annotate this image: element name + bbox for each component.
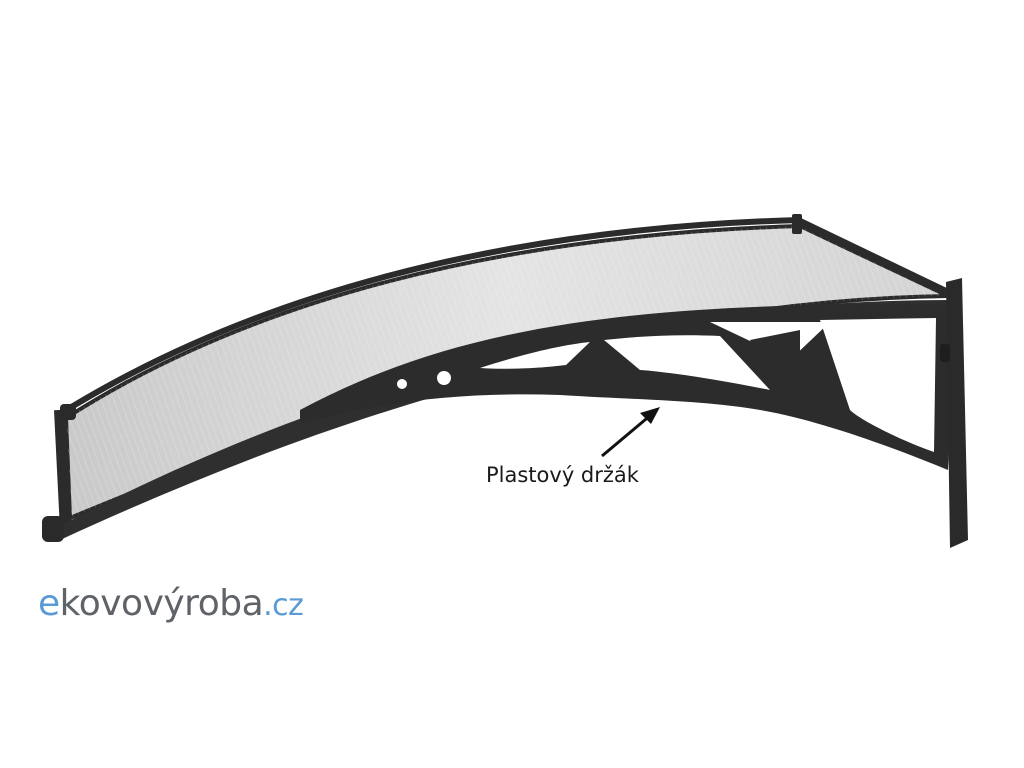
- ekovovyroba-logo: ekovovýroba.cz: [38, 583, 304, 624]
- bracket-annotation-label: Plastový držák: [486, 463, 639, 487]
- front-end-cap-top: [60, 404, 76, 420]
- bracket-cutout-1: [480, 342, 590, 369]
- bracket-hole-small: [397, 379, 407, 389]
- left-front-edge: [54, 409, 72, 531]
- top-end-cap: [792, 214, 802, 234]
- bracket-cutout-2: [604, 335, 770, 390]
- panel-ribs: [66, 226, 948, 518]
- logo-main: kovovýroba: [59, 583, 264, 624]
- logo-prefix: e: [38, 583, 60, 624]
- wall-mount-knob: [940, 344, 950, 362]
- bracket-hole-large: [437, 371, 451, 385]
- bracket-cutout-4: [820, 318, 936, 452]
- bracket-cutout-5: [750, 330, 800, 400]
- front-end-cap-bottom: [42, 516, 64, 542]
- right-frame-edge: [798, 218, 952, 298]
- annotation-arrow-head: [640, 407, 660, 424]
- wall-mount-plate: [946, 278, 968, 548]
- top-frame-edge: [58, 217, 801, 417]
- logo-tld: .cz: [263, 588, 304, 623]
- annotation-arrow-line: [601, 412, 653, 458]
